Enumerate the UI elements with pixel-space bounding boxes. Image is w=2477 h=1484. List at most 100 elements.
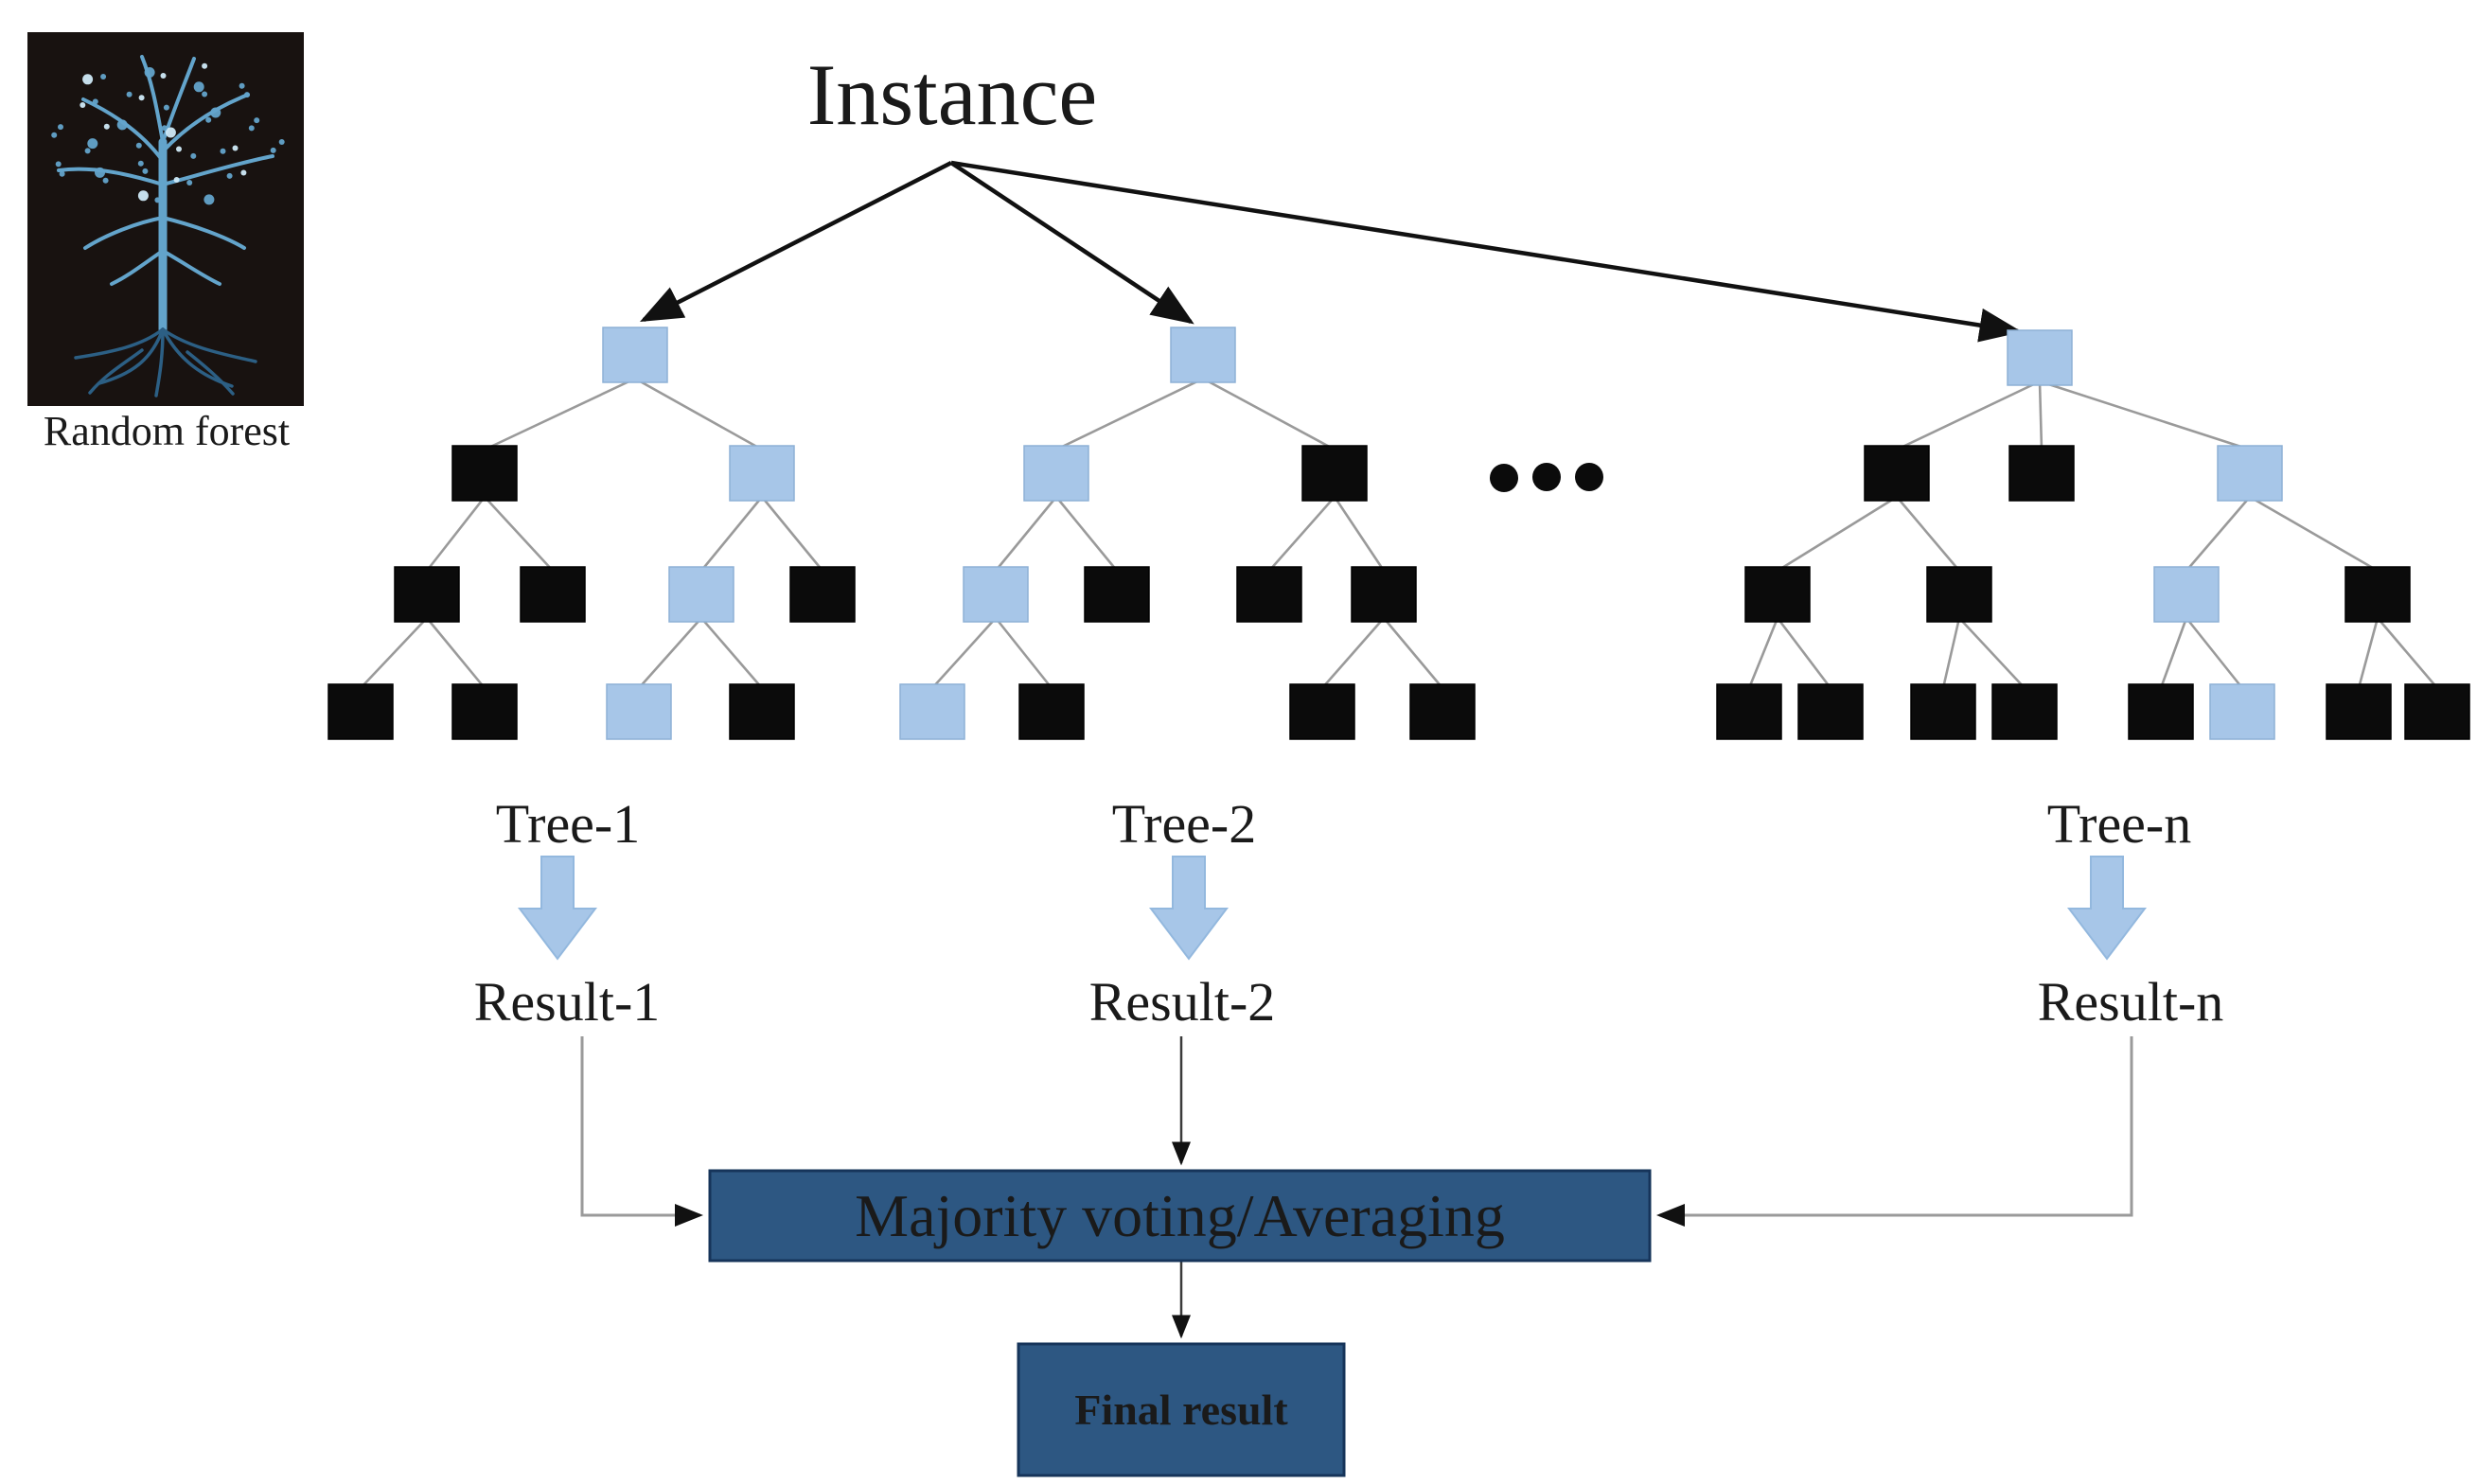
glow-dot: [244, 92, 250, 98]
tree-node-black: [1797, 683, 1864, 740]
result-label: Result-2: [1089, 971, 1276, 1033]
glow-dot: [202, 91, 208, 97]
instance-arrow: [639, 160, 953, 323]
glow-dot: [103, 123, 110, 130]
tree-node-black: [1744, 566, 1811, 623]
tree-node-black: [451, 445, 518, 502]
glow-dot: [144, 67, 155, 78]
tree-node-black: [451, 683, 518, 740]
ellipsis-dots: [1490, 463, 1603, 492]
tree-root: [97, 327, 165, 385]
glow-dot: [137, 190, 149, 202]
tree-node-black: [729, 683, 795, 740]
result-label: Result-1: [474, 971, 661, 1033]
tree-node-blue: [2153, 566, 2220, 623]
tree-node-black: [1991, 683, 2058, 740]
glow-dot: [92, 98, 98, 105]
tree-edge: [2185, 617, 2244, 689]
tree-edge: [634, 377, 763, 451]
tree-edge: [1202, 377, 1336, 451]
tree-node-black: [1409, 683, 1476, 740]
glow-dot: [210, 107, 221, 118]
final-result-box: [1017, 1342, 1346, 1477]
tree-label: Tree-2: [1112, 793, 1257, 855]
glow-dot: [160, 73, 167, 79]
glow-dot: [270, 147, 276, 153]
glow-dot: [87, 138, 98, 150]
glow-dot: [278, 139, 285, 145]
tree-node-blue: [729, 445, 795, 502]
glow-dot: [51, 132, 58, 138]
glow-dot: [226, 172, 233, 179]
glow-dot: [142, 168, 149, 174]
random-forest-label: Random forest: [44, 408, 290, 454]
tree-edge: [1747, 617, 1779, 689]
tree-result-labels: Tree-1Result-1Tree-2Result-2Tree-nResult…: [474, 793, 2224, 1033]
tree-node-black: [1864, 445, 1930, 502]
glow-dot: [193, 81, 204, 93]
glow-dot: [240, 169, 247, 176]
glow-dot: [254, 117, 260, 124]
instance-arrow: [950, 160, 2023, 343]
glow-dot: [232, 145, 239, 151]
final-result-label: Final result: [1074, 1386, 1288, 1434]
tree-edge: [484, 496, 554, 572]
tree-edge: [994, 496, 1058, 572]
tree-node-black: [1301, 445, 1368, 502]
tree-node-blue: [2217, 445, 2283, 502]
glow-dot: [205, 116, 212, 123]
tree-node-black: [1018, 683, 1085, 740]
tree-branch: [161, 249, 221, 286]
tree-branch: [83, 216, 165, 250]
glow-dot: [100, 74, 107, 80]
tree-node-black: [2404, 683, 2470, 740]
tree-branch: [140, 55, 165, 144]
decision-tree-tree-n: [1716, 329, 2470, 740]
majority-voting-label: Majority voting/Averaging: [855, 1182, 1505, 1249]
tree-node-black: [2344, 566, 2411, 623]
glow-dot: [102, 177, 109, 184]
tree-edge: [2357, 617, 2380, 689]
result-label: Result-n: [2038, 971, 2224, 1033]
tree-edge: [484, 377, 636, 451]
tree-root: [74, 327, 165, 360]
decision-trees: [327, 327, 2470, 740]
tree-node-blue: [2007, 329, 2073, 386]
glow-dot: [173, 177, 180, 183]
tree-edge: [2039, 380, 2251, 451]
tree-node-black: [2128, 683, 2194, 740]
final-result: Final result: [1017, 1342, 1346, 1477]
glow-dot: [165, 127, 176, 138]
tree-node-black: [2008, 445, 2075, 502]
tree-edge: [1054, 496, 1119, 572]
glow-dot: [82, 74, 94, 85]
tree-edge: [760, 496, 824, 572]
connector-right: [1656, 1036, 2133, 1227]
glow-dot: [138, 95, 145, 101]
tree-edge: [425, 496, 487, 572]
tree-node-blue: [1170, 327, 1236, 383]
tree-node-black: [520, 566, 586, 623]
instance-arrows: [639, 160, 2023, 343]
glow-dot: [55, 161, 62, 168]
result-connectors: [580, 1036, 2133, 1339]
tree-edge: [2038, 380, 2044, 450]
tree-edge: [1941, 617, 1961, 689]
tree-edge: [1055, 377, 1204, 451]
glow-dot: [161, 125, 168, 132]
tree-branch: [161, 216, 246, 250]
glow-dot: [239, 82, 245, 89]
tree-node-blue: [1023, 445, 1089, 502]
ellipsis-dot: [1532, 463, 1561, 491]
glow-dot: [248, 125, 255, 132]
tree-edge: [425, 617, 487, 689]
tree-node-black: [1351, 566, 1417, 623]
tree-edge: [360, 617, 428, 689]
glow-dot: [80, 102, 86, 108]
glow-dot: [220, 148, 226, 154]
tree-branch: [57, 167, 165, 186]
tree-root: [161, 327, 257, 363]
random-forest-logo: Random forest: [27, 32, 304, 454]
tree-node-black: [327, 683, 394, 740]
tree-node-black: [2326, 683, 2392, 740]
